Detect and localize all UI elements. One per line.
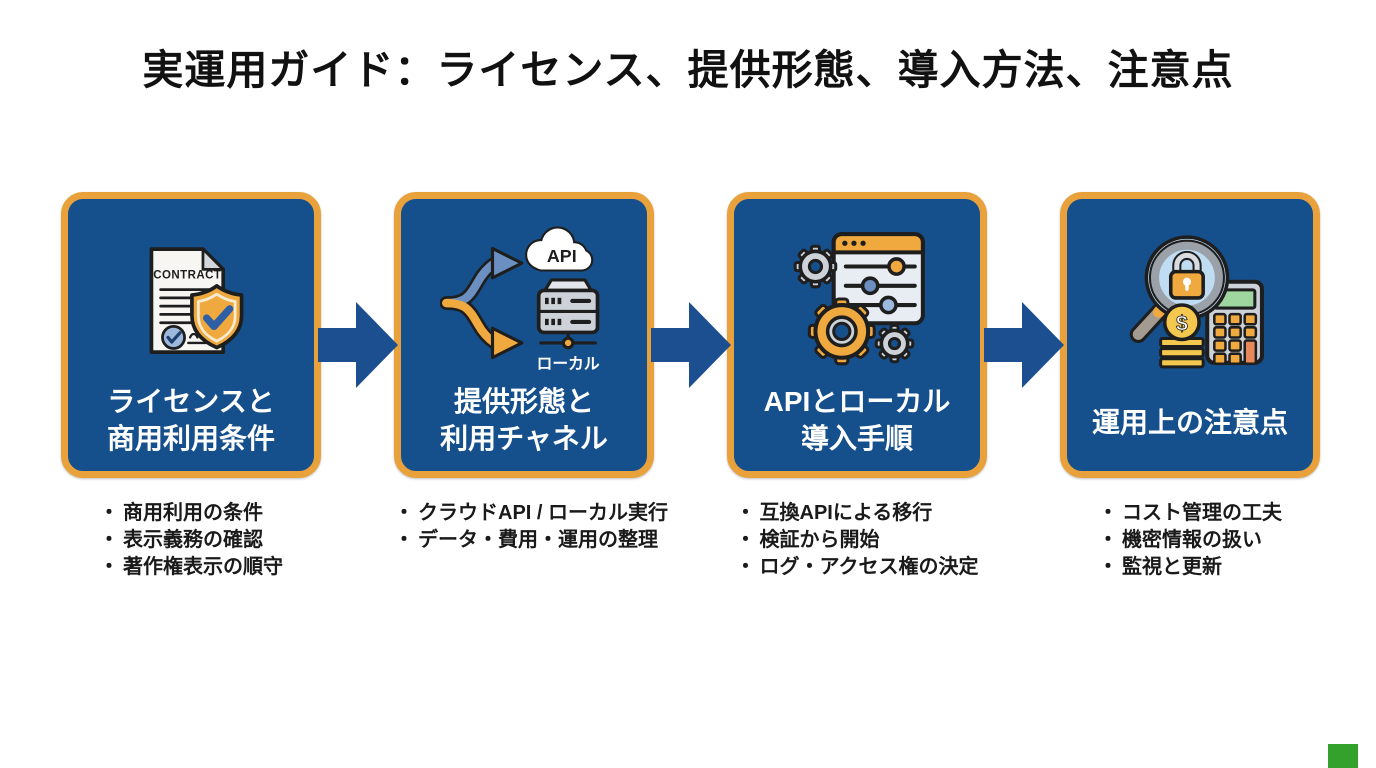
- bullet-list-license: ・商用利用の条件 ・表示義務の確認 ・著作権表示の順守: [99, 500, 283, 581]
- local-text: ローカル: [537, 355, 600, 373]
- bullet-item: ・検証から開始: [735, 529, 880, 551]
- bullet-item: ・表示義務の確認: [99, 529, 263, 551]
- bullet-list-cautions: ・コスト管理の工夫 ・機密情報の扱い ・監視と更新: [1098, 500, 1282, 581]
- step-column-cautions: $ 運用上の注意点 ・コスト管理の工夫 ・機密情報の扱い ・監視と更新: [1060, 192, 1320, 581]
- dollar-text: $: [1176, 311, 1188, 335]
- card-label: 運用上の注意点: [1091, 407, 1288, 438]
- card-cautions: $ 運用上の注意点: [1060, 192, 1320, 478]
- flow-arrow-2: [651, 302, 731, 388]
- bullet-list-delivery: ・クラウドAPI / ローカル実行 ・データ・費用・運用の整理: [394, 500, 668, 554]
- bullet-item: ・データ・費用・運用の整理: [394, 529, 658, 551]
- page-title: 実運用ガイド：ライセンス、提供形態、導入方法、注意点: [142, 47, 1234, 93]
- big-gear: [807, 297, 876, 366]
- bullet-list-setup: ・互換APIによる移行 ・検証から開始 ・ログ・アクセス権の決定: [736, 500, 979, 581]
- bullet-item: ・クラウドAPI / ローカル実行: [394, 502, 669, 524]
- card-label: APIとローカル 導入手順: [763, 386, 951, 454]
- card-delivery: API ローカル 提供形態と 利用チャネル: [394, 192, 654, 478]
- bullet-item: ・監視と更新: [1098, 556, 1222, 578]
- contract-shield-icon: CONTRACT: [68, 213, 314, 391]
- contract-text: CONTRACT: [153, 270, 221, 282]
- bullet-item: ・商用利用の条件: [99, 502, 263, 524]
- small-gear-bottom: [874, 323, 915, 364]
- card-label: ライセンスと 商用利用条件: [106, 386, 275, 454]
- flow-arrow-3: [984, 302, 1064, 388]
- bullet-item: ・ログ・アクセス権の決定: [735, 556, 979, 578]
- gears-settings-icon: [734, 213, 980, 391]
- card-setup: APIとローカル 導入手順: [727, 192, 987, 478]
- bullet-item: ・コスト管理の工夫: [1098, 502, 1282, 524]
- corner-green-square: [1328, 744, 1358, 768]
- step-column-license: CONTRACT ライセンスと 商用利用条件: [61, 192, 321, 581]
- bullet-item: ・著作権表示の順守: [99, 556, 283, 578]
- magnifier-lock-calculator-icon: $: [1067, 213, 1313, 391]
- bullet-item: ・機密情報の扱い: [1098, 529, 1262, 551]
- flow-arrow-1: [318, 302, 398, 388]
- api-text: API: [547, 246, 577, 266]
- card-license: CONTRACT ライセンスと 商用利用条件: [61, 192, 321, 478]
- small-gear-top: [793, 244, 838, 289]
- card-label: 提供形態と 利用チャネル: [440, 386, 608, 454]
- cloud-api-server-icon: API ローカル: [401, 213, 647, 391]
- step-column-setup: APIとローカル 導入手順 ・互換APIによる移行 ・検証から開始 ・ログ・アク…: [727, 192, 987, 581]
- bullet-item: ・互換APIによる移行: [735, 502, 933, 524]
- step-column-delivery: API ローカル 提供形態と 利用チャネル: [394, 192, 668, 554]
